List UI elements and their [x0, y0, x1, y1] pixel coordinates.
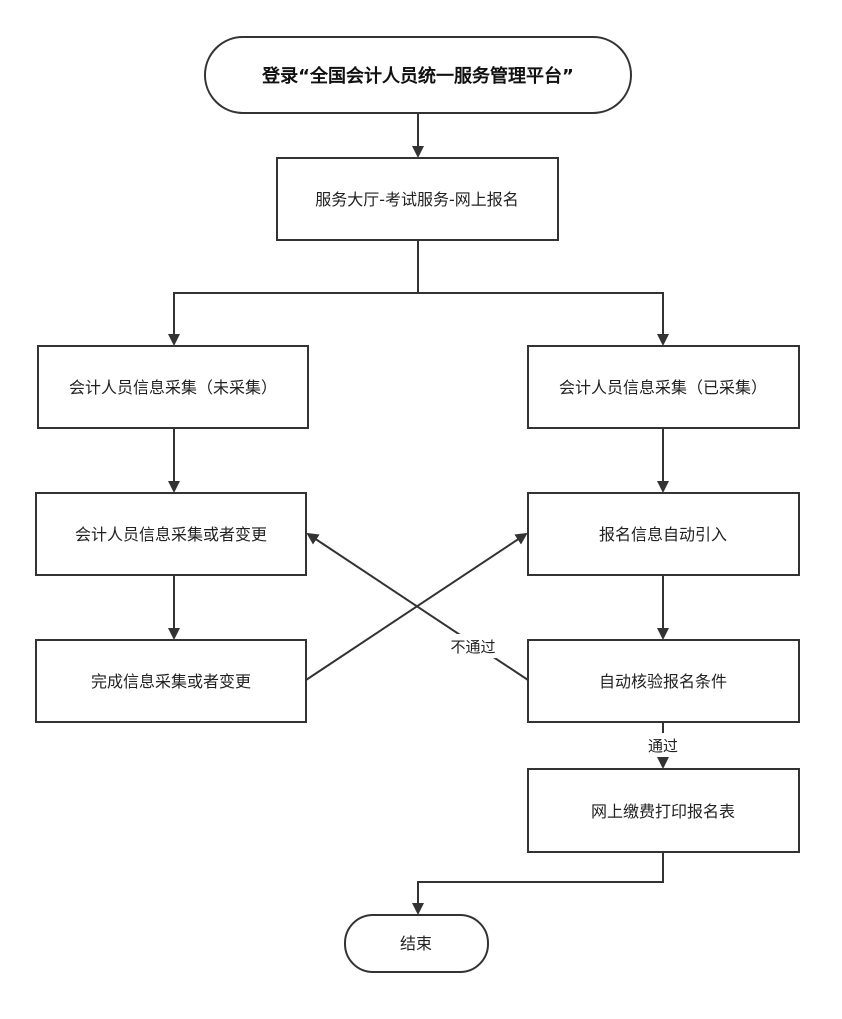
node-collected-label: 会计人员信息采集（已采集） [559, 378, 767, 397]
node-start [204, 36, 632, 114]
node-complete-collect [35, 639, 307, 723]
arrow-split-to-collected [418, 292, 669, 346]
node-hall-label: 服务大厅-考试服务-网上报名 [315, 190, 519, 209]
node-collect-or-change-label: 会计人员信息采集或者变更 [75, 525, 267, 544]
arrow-complete-to-import [305, 532, 528, 681]
edge-label-pass: 通过 [648, 737, 678, 755]
node-auto-import-label: 报名信息自动引入 [599, 525, 727, 544]
arrow-verify-fail-to-collect [306, 532, 529, 681]
node-hall [276, 157, 559, 241]
arrow-pay-to-end [412, 852, 664, 915]
node-complete-collect-label: 完成信息采集或者变更 [91, 672, 251, 691]
node-auto-verify [527, 639, 800, 723]
node-auto-import [527, 492, 800, 576]
node-end-label: 结束 [400, 934, 432, 953]
edge-label-fail: 不通过 [450, 638, 495, 656]
node-start-label: 登录“全国会计人员统一服务管理平台” [261, 65, 574, 87]
pass-label-bg [640, 733, 684, 757]
node-not-collected [37, 345, 309, 429]
node-pay-print-label: 网上缴费打印报名表 [591, 802, 735, 821]
node-collect-or-change [35, 492, 307, 576]
node-end [344, 914, 489, 973]
node-auto-verify-label: 自动核验报名条件 [599, 672, 727, 691]
node-not-collected-label: 会计人员信息采集（未采集） [69, 378, 277, 397]
node-collected [527, 345, 800, 429]
node-pay-print [527, 768, 800, 853]
fail-label-bg [445, 634, 501, 658]
arrow-split-to-not-collected [168, 292, 418, 346]
